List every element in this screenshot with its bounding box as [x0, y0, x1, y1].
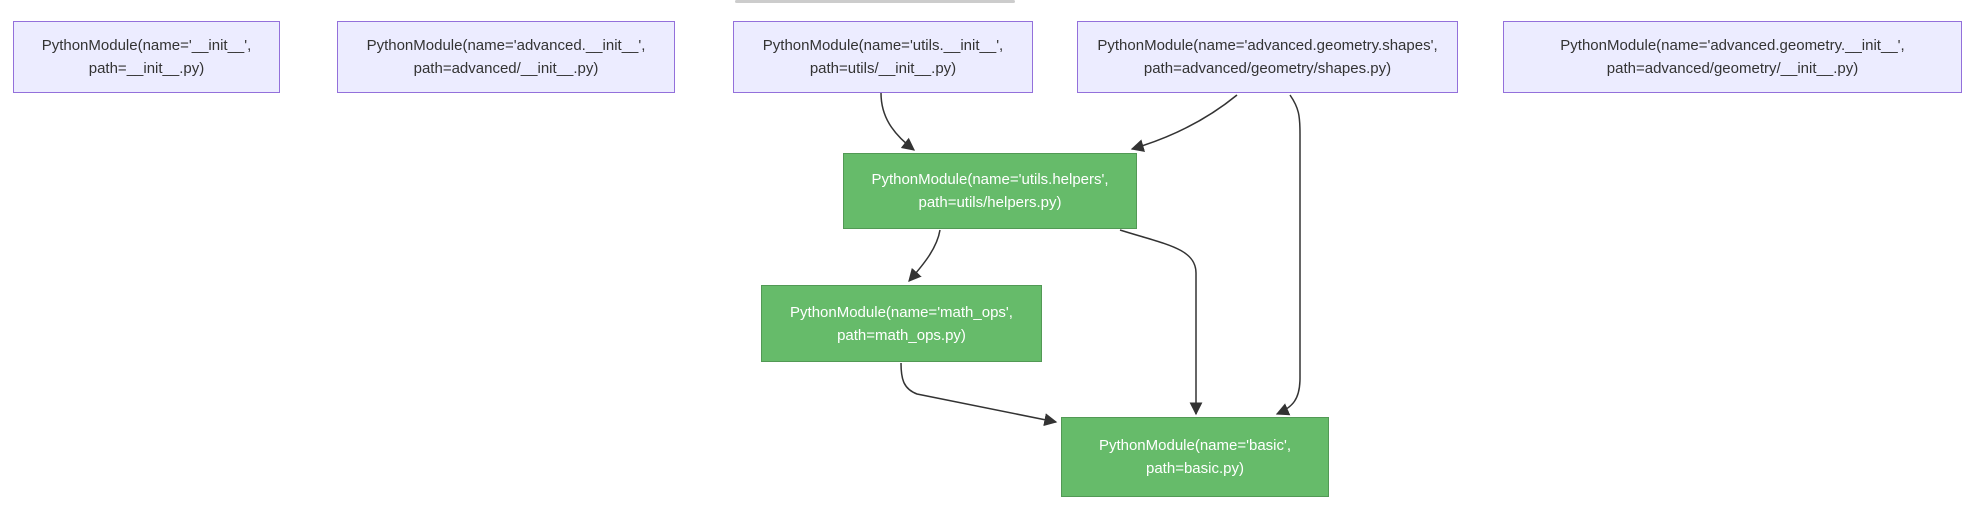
node-label-line2: path=advanced/geometry/shapes.py): [1143, 60, 1392, 77]
node-label-line2: path=__init__.py): [88, 60, 205, 77]
node-label-line1: PythonModule(name='__init__',: [41, 37, 252, 54]
node-label-line2: path=advanced/geometry/__init__.py): [1606, 60, 1859, 77]
top-clipped-line: [735, 0, 1015, 3]
node-label-line1: PythonModule(name='advanced.__init__',: [366, 37, 646, 54]
node-label-line2: path=utils/__init__.py): [809, 60, 957, 77]
node-label-line2: path=math_ops.py): [837, 326, 966, 344]
node-math-ops: PythonModule(name='math_ops', path=math_…: [761, 285, 1042, 362]
node-label-line1: PythonModule(name='utils.helpers',: [871, 171, 1109, 188]
node-init: PythonModule(name='__init__', path=__ini…: [13, 21, 280, 93]
node-advanced-geometry-shapes: PythonModule(name='advanced.geometry.sha…: [1077, 21, 1458, 93]
edge-utils-helpers-to-math-ops: [908, 229, 941, 282]
node-utils-helpers: PythonModule(name='utils.helpers', path=…: [843, 153, 1137, 229]
node-label-line1: PythonModule(name='basic',: [1098, 437, 1292, 454]
edge-math-ops-to-basic: [900, 362, 1058, 427]
node-advanced-geometry-init: PythonModule(name='advanced.geometry.__i…: [1503, 21, 1962, 93]
node-label-line1: PythonModule(name='advanced.geometry.sha…: [1097, 37, 1438, 54]
node-label-line1: PythonModule(name='advanced.geometry.__i…: [1560, 37, 1905, 54]
node-utils-init: PythonModule(name='utils.__init__', path…: [733, 21, 1033, 93]
node-advanced-init: PythonModule(name='advanced.__init__', p…: [337, 21, 675, 93]
node-label-line2: path=basic.py): [1146, 460, 1244, 477]
node-label-line2: path=utils/helpers.py): [918, 194, 1062, 211]
node-label-line1: PythonModule(name='utils.__init__',: [762, 37, 1004, 54]
edge-utils-helpers-to-basic: [1119, 229, 1203, 416]
edge-utils-init-to-utils-helpers: [880, 92, 916, 151]
node-label-line2: path=advanced/__init__.py): [413, 60, 599, 77]
edge-shapes-to-utils-helpers: [1130, 94, 1238, 152]
edge-shapes-to-basic: [1275, 94, 1301, 416]
node-label-line1: PythonModule(name='math_ops',: [790, 303, 1013, 321]
node-basic: PythonModule(name='basic', path=basic.py…: [1061, 417, 1329, 497]
